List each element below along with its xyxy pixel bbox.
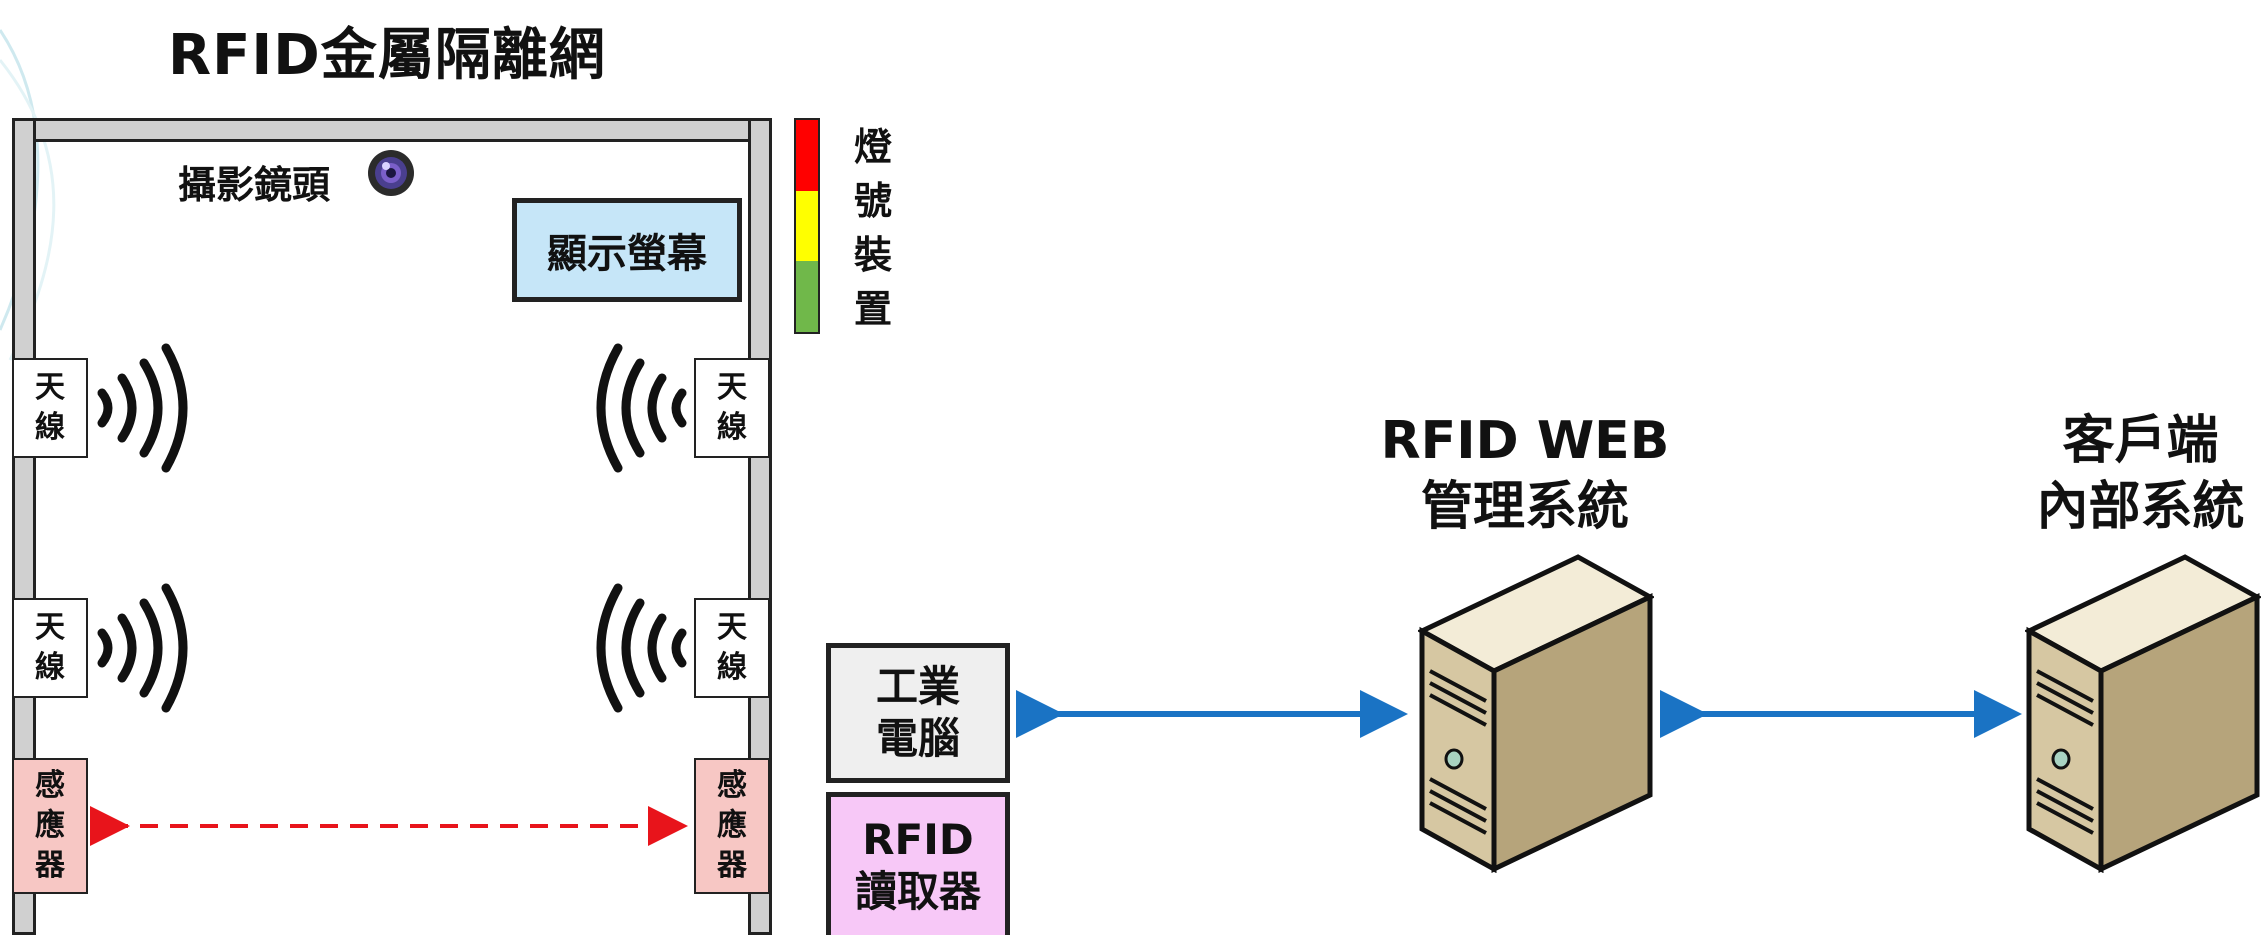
antenna-right-bottom: 天 線	[694, 598, 770, 698]
client-system-label: 客戶端 內部系統	[2036, 411, 2245, 537]
rfid-reader-box: RFID 讀取器	[826, 792, 1010, 935]
gate-top-bar	[12, 118, 772, 142]
antenna-left-top: 天 線	[12, 358, 88, 458]
sensor-left: 感 應 器	[12, 758, 88, 894]
camera-label: 攝影鏡頭	[178, 163, 331, 207]
server-icon	[2025, 554, 2261, 873]
industrial-pc-box: 工業 電腦	[826, 643, 1010, 783]
camera-icon	[368, 150, 414, 196]
signal-light	[794, 118, 820, 334]
display-screen: 顯示螢幕	[512, 198, 742, 302]
antenna-right-top: 天 線	[694, 358, 770, 458]
signal-red	[796, 120, 818, 191]
sensor-right: 感 應 器	[694, 758, 770, 894]
web-system-label: RFID WEB 管理系統	[1380, 411, 1670, 537]
signal-green	[796, 261, 818, 333]
antenna-wave-icon	[97, 583, 188, 713]
antenna-left-bottom: 天 線	[12, 598, 88, 698]
signal-device-label: 燈 號 裝 置	[853, 125, 892, 331]
antenna-wave-icon	[596, 343, 687, 473]
diagram-title: RFID金屬隔離網	[168, 23, 606, 88]
antenna-wave-icon	[596, 583, 687, 713]
antenna-wave-icon	[97, 343, 188, 473]
signal-yellow	[796, 190, 818, 262]
server-icon	[1418, 554, 1654, 873]
